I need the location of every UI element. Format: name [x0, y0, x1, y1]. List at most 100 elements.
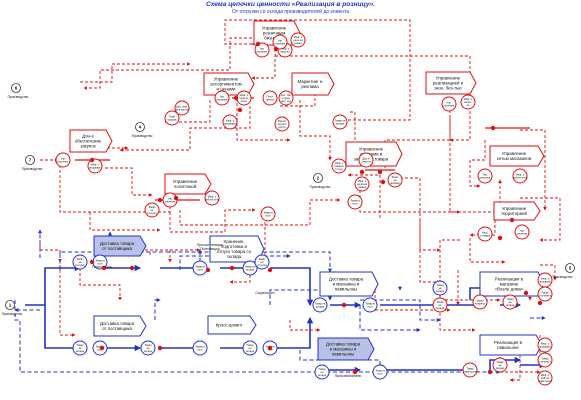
svg-text:складе: складе [496, 367, 505, 370]
svg-text:Товар в: Товар в [350, 198, 360, 202]
svg-text:павильоны: павильоны [332, 351, 354, 356]
svg-text:пути: пути [197, 348, 203, 351]
svg-text:работе м-на: работе м-на [205, 197, 220, 201]
junction-dot [537, 300, 543, 306]
junction-dot [267, 345, 273, 351]
flow-lines [14, 19, 561, 382]
process-boxes: УправлениерозничнымбизнесомУправлениеасс… [69, 20, 545, 361]
junction-dot [359, 169, 365, 175]
process-box: Кросс-докинг [207, 315, 257, 335]
junction-dot [89, 259, 95, 265]
svg-text:Товар в: Товар в [195, 344, 205, 348]
svg-text:Доп-е: Доп-е [363, 156, 370, 160]
svg-text:территорией: территорией [501, 211, 527, 216]
svg-text:Доп. инф.: Доп. инф. [176, 104, 188, 108]
diagram-title: Схема цепочки ценности «Реализация в роз… [205, 1, 376, 8]
info-circle: Упр.решения [214, 90, 230, 106]
svg-text:Товар в: Товар в [263, 210, 273, 214]
svg-text:Товар: Товар [466, 366, 474, 370]
svg-text:реализацией и: реализацией и [433, 81, 464, 86]
svg-text:Товар: Товар [506, 297, 514, 301]
junction-dot [157, 197, 163, 203]
svg-text:Управление: Управление [502, 151, 527, 156]
svg-text:«Возле дома»: «Возле дома» [495, 286, 524, 291]
svg-text:Товар на: Товар на [245, 264, 256, 268]
svg-text:Скоропорт: Скоропорт [255, 291, 274, 295]
svg-text:о товаре: о товаре [480, 234, 491, 237]
svg-text:Производство: Производство [22, 167, 43, 171]
svg-text:отгрузку: отгрузку [147, 212, 158, 215]
svg-text:Товар: Товар [541, 356, 549, 360]
svg-text:на: на [79, 261, 82, 264]
junction-dot [273, 46, 279, 52]
info-circle: Упр.решение [441, 96, 457, 112]
svg-text:пути: пути [197, 268, 203, 271]
svg-text:на: на [509, 301, 512, 304]
info-circle: Упр.решения [55, 152, 71, 168]
svg-text:Товар: Товар [436, 300, 444, 304]
svg-text:приёмку: приёмку [390, 181, 401, 185]
svg-text:Упр.: Упр. [446, 100, 451, 104]
svg-text:товарах: товарах [334, 165, 344, 168]
svg-text:продажах: продажах [89, 166, 101, 169]
svg-text:Инф. о: Инф. о [226, 118, 235, 122]
reference-markers: 6Производство4Производство7Производство2… [2, 83, 575, 316]
svg-text:на: на [321, 371, 324, 374]
svg-text:Производство: Производство [552, 275, 573, 279]
svg-text:в магазины и: в магазины и [330, 347, 357, 352]
svg-text:сетью магазинов: сетью магазинов [497, 156, 532, 161]
flow-label: Производитель [335, 374, 362, 378]
junction-dot [377, 169, 383, 175]
svg-text:Товар в: Товар в [365, 301, 375, 305]
svg-text:Инф. о: Инф. о [281, 46, 290, 50]
svg-text:работе: работе [541, 376, 550, 380]
info-circle: Доп. инф.для зак-ов [174, 100, 190, 116]
info-circle: Инф.о товаре [477, 226, 493, 242]
junction-dot [255, 41, 261, 47]
svg-text:ассортиментом: ассортиментом [210, 82, 241, 87]
svg-text:реклама: реклама [301, 84, 319, 89]
svg-text:склада: склада [227, 254, 242, 259]
flow-label: Поставщик [200, 247, 220, 251]
svg-text:потреб-: потреб- [277, 122, 286, 126]
svg-text:павильона: павильона [464, 370, 477, 373]
svg-text:отпуск товара со: отпуск товара со [217, 249, 252, 254]
svg-text:от поставщика: от поставщика [102, 326, 132, 331]
svg-text:наличии: наличии [357, 183, 368, 186]
svg-text:Инф. о: Инф. о [541, 373, 550, 377]
svg-text:Заказ: Заказ [77, 257, 85, 261]
svg-text:Хранение,: Хранение, [223, 239, 244, 244]
svg-text:Упр.: Упр. [519, 228, 524, 232]
svg-text:Товар: Товар [76, 343, 84, 347]
junction-dot [157, 345, 163, 351]
svg-text:Инф. о: Инф. о [541, 276, 550, 280]
junction-dot [490, 125, 496, 131]
svg-text:Упр.: Упр. [60, 156, 65, 160]
svg-text:4: 4 [139, 125, 142, 130]
svg-text:решения: решения [58, 160, 69, 163]
svg-text:заказами и: заказами и [360, 152, 383, 157]
svg-text:закупок: закупок [80, 143, 95, 148]
svg-text:Товар: Товар [246, 343, 254, 347]
junction-dot [509, 217, 515, 223]
svg-text:решения: решения [217, 98, 228, 101]
